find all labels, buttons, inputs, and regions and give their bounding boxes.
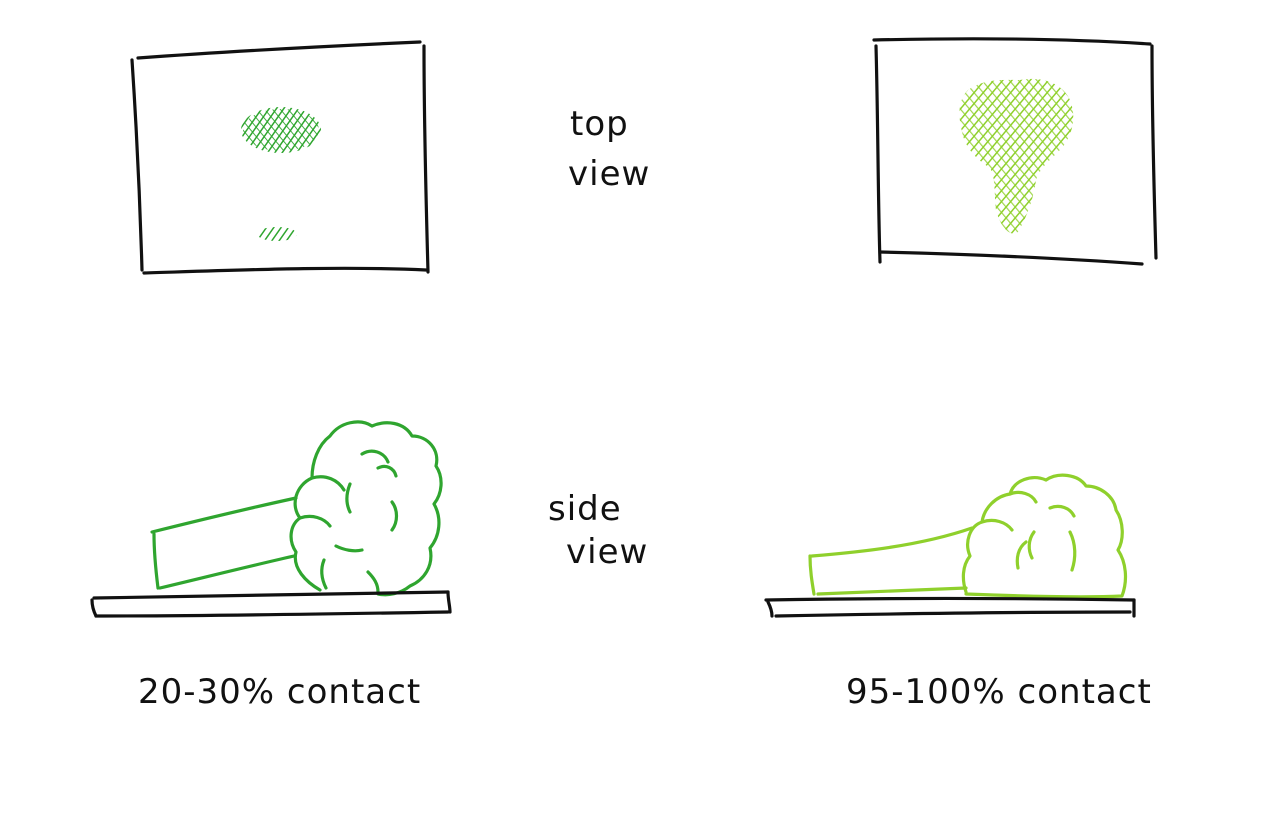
side-view-label-line2: view: [566, 532, 648, 572]
top-view-label-line1: top: [570, 104, 629, 144]
left-side-view-pan: [90, 590, 452, 618]
side-view-label-line1: side: [548, 489, 622, 529]
right-top-view-contact-patch: [959, 78, 1074, 234]
right-contact-caption: 95-100% contact: [846, 672, 1152, 712]
left-top-view-contact-patches: [241, 107, 321, 241]
top-view-label-line2: view: [568, 154, 650, 194]
left-top-view-frame: [130, 40, 430, 275]
right-top-view-frame: [872, 37, 1158, 266]
right-side-view-pan: [764, 596, 1136, 618]
right-side-view-broccoli: [808, 473, 1128, 599]
left-side-view-broccoli: [150, 420, 443, 597]
left-contact-caption: 20-30% contact: [138, 672, 421, 712]
